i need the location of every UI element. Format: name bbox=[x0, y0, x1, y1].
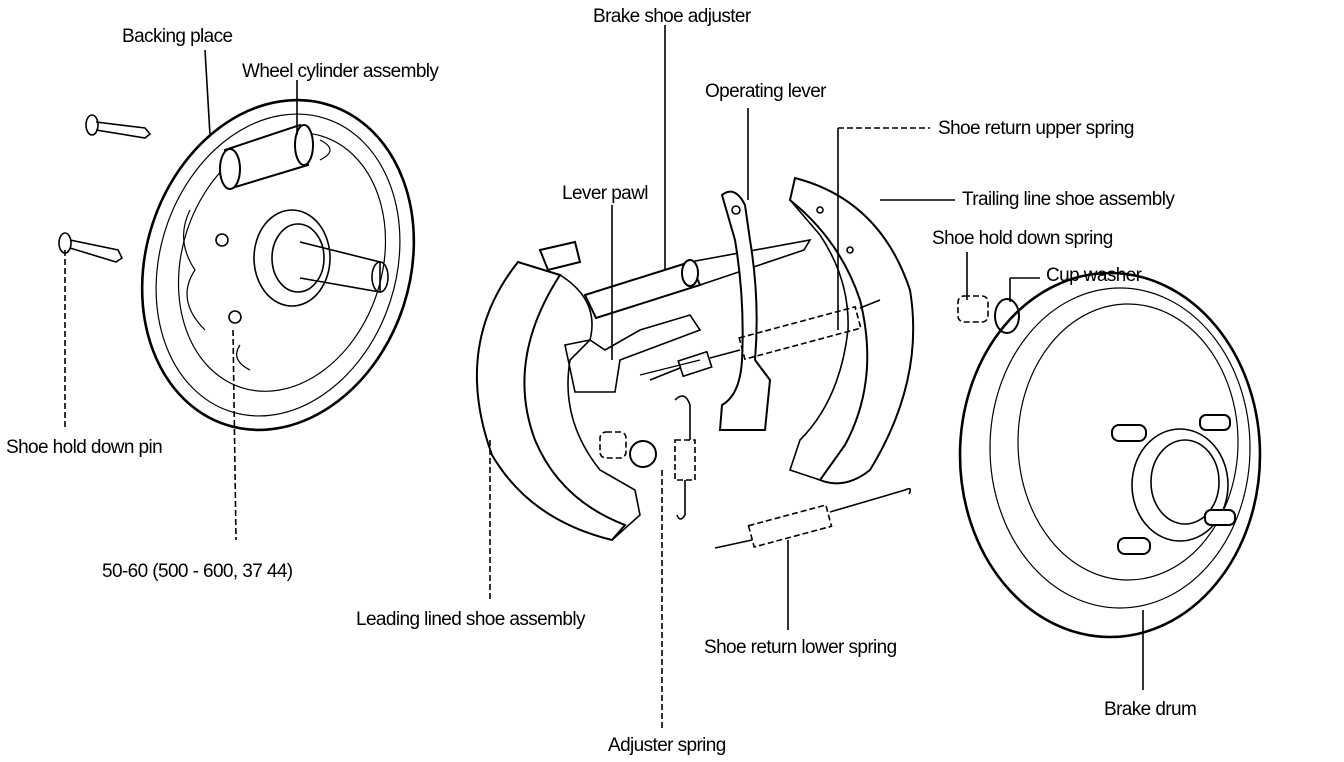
label-torque-spec: 50-60 (500 - 600, 37 44) bbox=[102, 561, 293, 582]
trailing-shoe bbox=[788, 176, 915, 485]
wheel-cylinder bbox=[219, 123, 331, 190]
label-brake-drum: Brake drum bbox=[1104, 699, 1196, 720]
shoe-return-upper-spring bbox=[649, 299, 881, 381]
hold-down-spring-middle bbox=[599, 431, 657, 468]
label-backing-place: Backing place bbox=[122, 26, 233, 47]
label-cup-washer: Cup washer bbox=[1046, 265, 1143, 286]
label-leading-shoe: Leading lined shoe assembly bbox=[356, 609, 586, 630]
brake-drum bbox=[958, 271, 1262, 639]
operating-lever bbox=[718, 190, 772, 431]
leading-shoe bbox=[475, 240, 641, 542]
adjuster-spring bbox=[674, 395, 696, 520]
leader-lines bbox=[64, 25, 1144, 730]
label-lever-pawl: Lever pawl bbox=[562, 183, 648, 204]
label-shoe-return-upper-spring: Shoe return upper spring bbox=[938, 118, 1134, 139]
label-brake-shoe-adjuster: Brake shoe adjuster bbox=[593, 6, 752, 27]
backing-plate bbox=[140, 98, 416, 432]
label-shoe-return-lower-spring: Shoe return lower spring bbox=[704, 637, 897, 658]
label-wheel-cylinder: Wheel cylinder assembly bbox=[242, 61, 439, 82]
shoe-hold-down-pins bbox=[58, 114, 152, 263]
label-shoe-hold-down-pin: Shoe hold down pin bbox=[6, 437, 162, 458]
hold-down-spring-right bbox=[957, 295, 1020, 334]
labels: Backing place Wheel cylinder assembly Sh… bbox=[6, 6, 1197, 756]
shoe-return-lower-spring bbox=[714, 487, 912, 549]
label-shoe-hold-down-spring: Shoe hold down spring bbox=[932, 228, 1113, 249]
label-operating-lever: Operating lever bbox=[705, 81, 827, 102]
brake-shoe-adjuster bbox=[564, 238, 812, 393]
label-trailing-shoe: Trailing line shoe assembly bbox=[962, 189, 1175, 210]
label-adjuster-spring: Adjuster spring bbox=[608, 735, 726, 756]
